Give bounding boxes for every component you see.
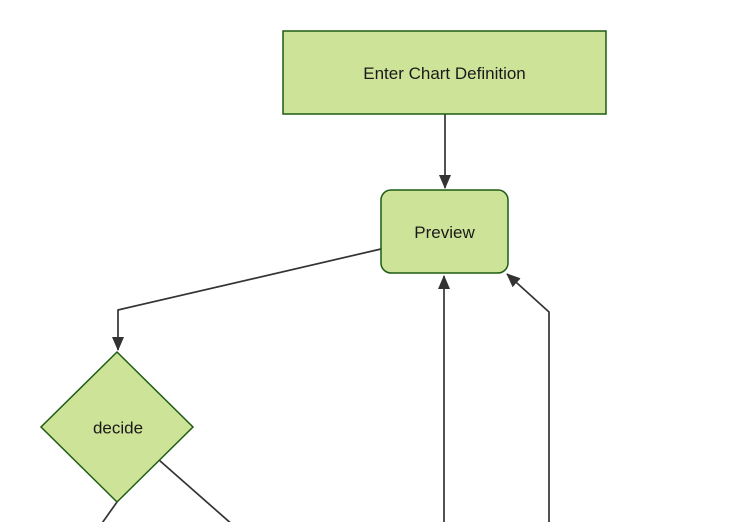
edge-preview-to-decide bbox=[112, 248, 382, 351]
node-label: Preview bbox=[414, 223, 475, 242]
rounded-rectangle-shape bbox=[380, 189, 509, 274]
edge-decide-offscreen-bottom-right bbox=[158, 459, 231, 522]
node-label: Enter Chart Definition bbox=[363, 64, 526, 83]
edge-bottom-right-to-preview bbox=[506, 273, 550, 522]
node-label: decide bbox=[93, 419, 143, 438]
node-enter-chart-definition: Enter Chart Definition bbox=[282, 30, 607, 115]
node-preview: Preview bbox=[380, 189, 509, 274]
node-decide: decide bbox=[39, 350, 195, 504]
edge-decide-offscreen-bottom-left bbox=[101, 501, 118, 522]
diamond-shape bbox=[39, 350, 195, 504]
rectangle-shape bbox=[282, 30, 607, 115]
